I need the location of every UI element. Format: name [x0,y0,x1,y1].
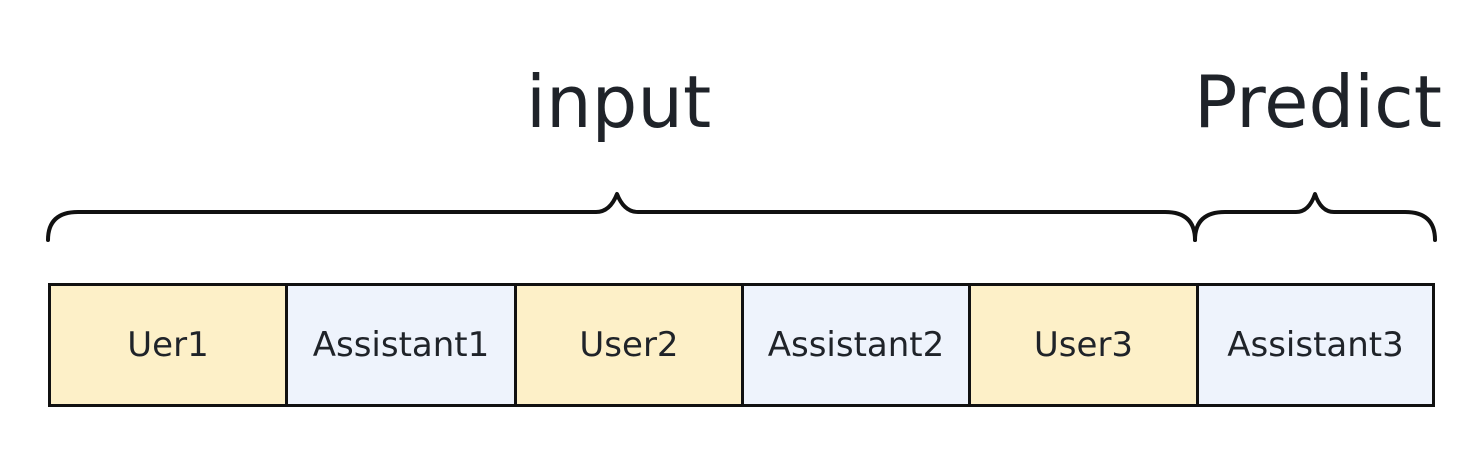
predict-brace [1193,192,1437,242]
segment-assistant2: Assistant2 [744,286,971,404]
dialogue-sequence-bar: Uer1 Assistant1 User2 Assistant2 User3 A… [48,283,1435,407]
input-brace [46,192,1197,242]
input-label: input [526,60,712,144]
segment-user2: User2 [517,286,744,404]
segment-user1: Uer1 [51,286,288,404]
predict-label: Predict [1194,60,1442,144]
segment-user3: User3 [971,286,1199,404]
segment-assistant1: Assistant1 [288,286,517,404]
segment-assistant3: Assistant3 [1199,286,1432,404]
